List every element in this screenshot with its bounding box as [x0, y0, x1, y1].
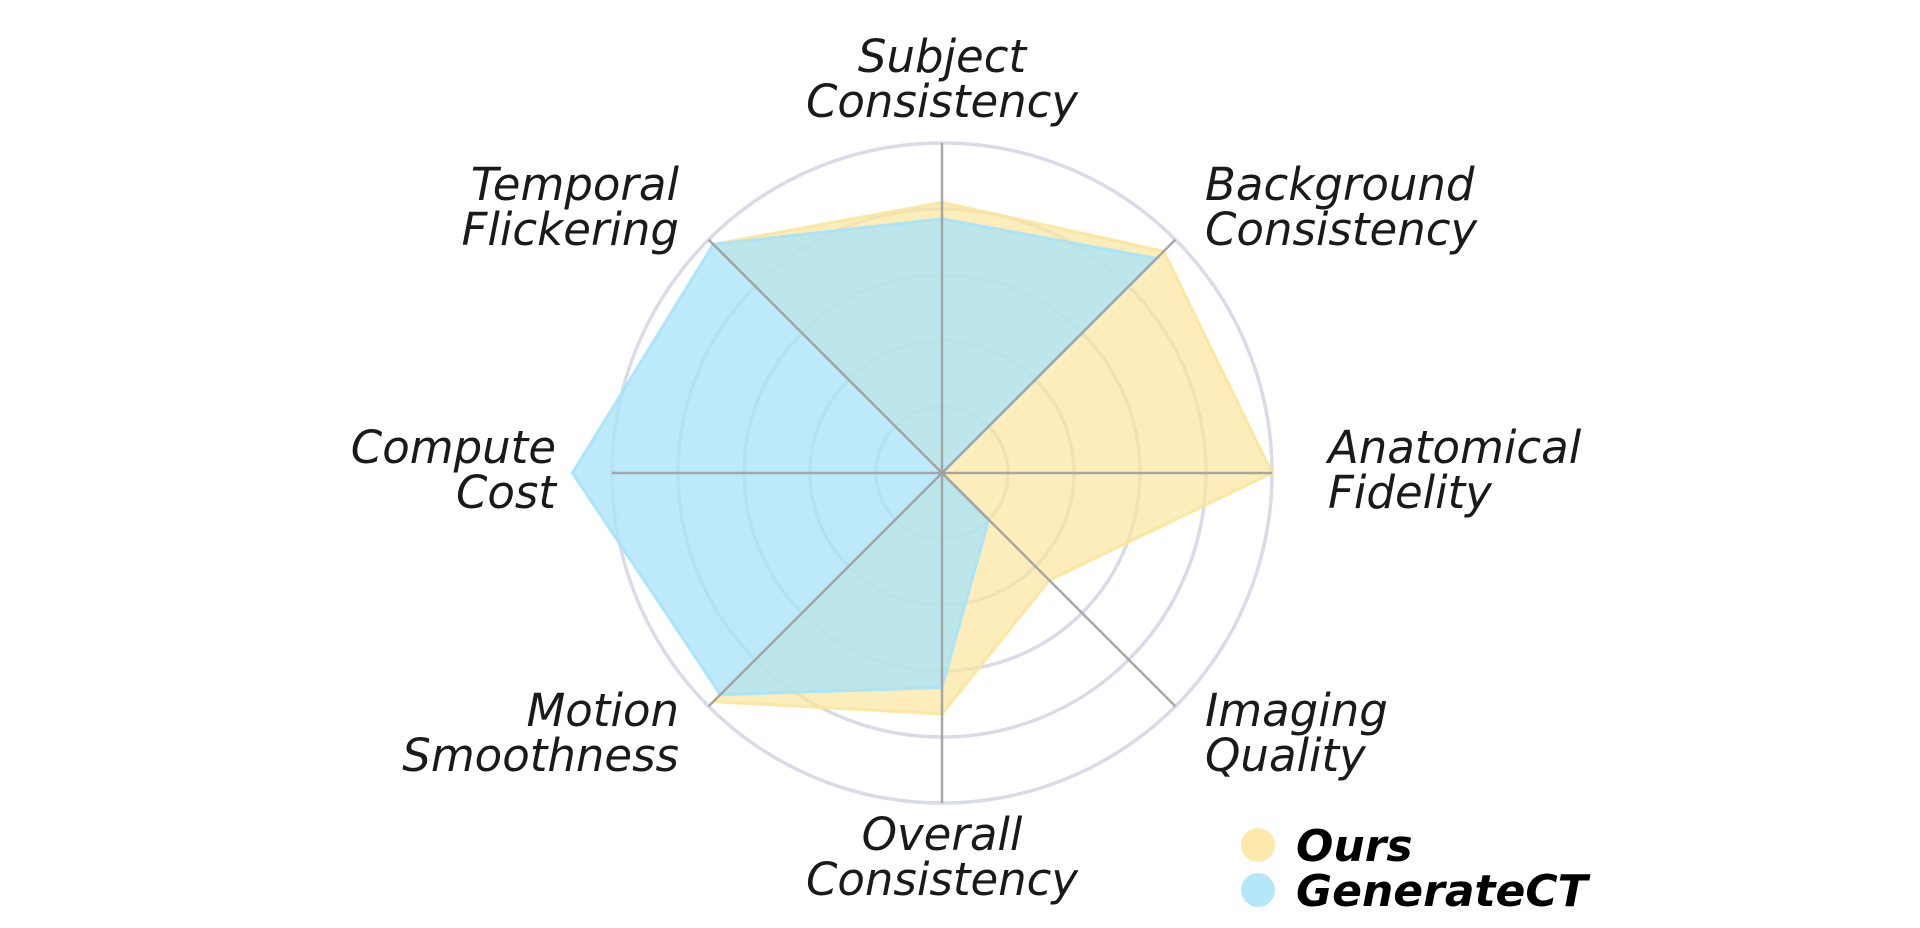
axis-label-line: Subject [858, 30, 1029, 83]
legend-label: GenerateCT [1296, 866, 1591, 917]
axis-spoke [941, 472, 1177, 708]
axis-label-line: Overall [862, 808, 1023, 861]
axis-label-line: Background [1205, 158, 1475, 211]
axis-label-line: Quality [1205, 729, 1367, 782]
axis-label-line: Imaging [1205, 684, 1388, 737]
axis-spoke [941, 238, 1177, 474]
axis-label-line: Cost [456, 466, 558, 519]
axis-label-line: Consistency [1205, 203, 1478, 256]
axis-label-line: Compute [351, 421, 556, 474]
radar-spokes [612, 143, 1272, 803]
axis-label-line: Anatomical [1325, 421, 1582, 474]
axis-spoke [707, 238, 943, 474]
legend-swatch [1241, 873, 1275, 907]
radar-series [570, 200, 1275, 716]
legend-label: Ours [1296, 821, 1413, 872]
axis-label-line: Fidelity [1328, 466, 1493, 519]
axis-label-line: Motion [526, 684, 679, 737]
axis-label-line: Consistency [806, 75, 1079, 128]
axis-label-line: Temporal [471, 158, 680, 211]
axis-label-line: Flickering [462, 203, 679, 256]
legend-swatch [1241, 828, 1275, 862]
axis-label-line: Consistency [806, 853, 1079, 906]
axis-label-line: Smoothness [402, 729, 679, 782]
axis-spoke [707, 472, 943, 708]
